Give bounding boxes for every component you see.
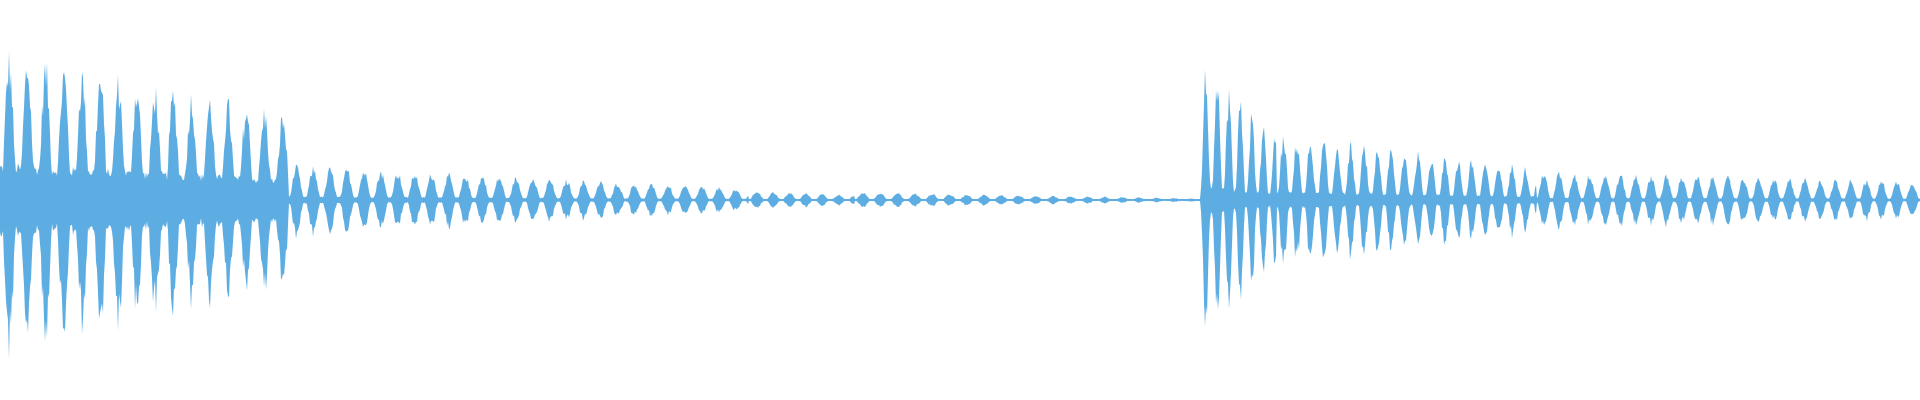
waveform-path — [0, 51, 1920, 360]
